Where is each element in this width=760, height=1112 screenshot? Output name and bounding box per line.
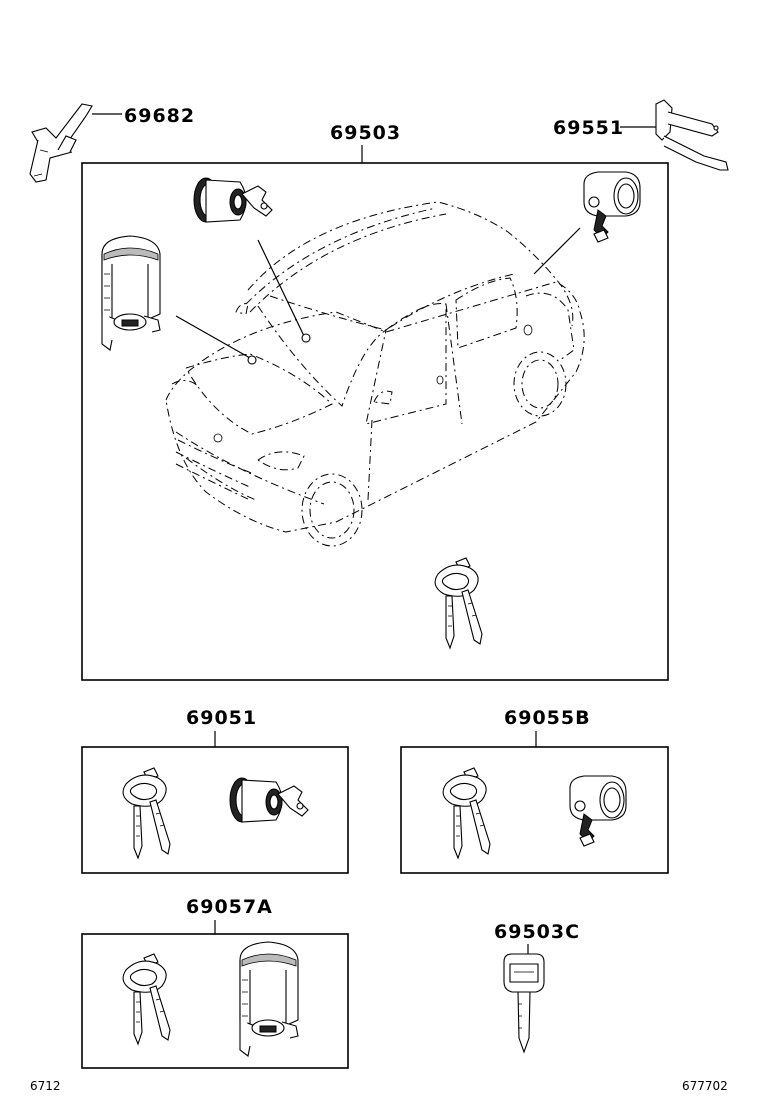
ignition-cylinder-kit — [193, 177, 273, 223]
corner-code-right: 677702 — [682, 1079, 728, 1093]
key-blank-69503C — [503, 953, 545, 1054]
kit-box-69503 — [81, 162, 669, 681]
clip-69551-drawing — [655, 99, 729, 171]
label-69503C: 69503C — [494, 921, 580, 943]
key-pair-kit — [434, 557, 483, 649]
dot-backdoor — [247, 355, 257, 365]
clip-69682-drawing — [29, 103, 93, 183]
leader-ignition — [257, 239, 305, 337]
label-69051: 69051 — [186, 707, 257, 729]
label-69503: 69503 — [330, 122, 401, 144]
label-69055B: 69055B — [504, 707, 591, 729]
label-69682: 69682 — [124, 105, 195, 127]
door-cylinder-69055B — [569, 775, 627, 847]
door-cylinder-kit — [583, 171, 641, 243]
key-pair-69057A — [122, 953, 171, 1045]
corner-code-left: 6712 — [30, 1079, 61, 1093]
leader-door — [533, 227, 581, 275]
label-69551: 69551 — [553, 117, 624, 139]
leader-backdoor — [175, 315, 251, 359]
set-box-69051 — [81, 746, 349, 874]
backdoor-cylinder-69057A — [239, 941, 299, 1057]
key-pair-69051 — [122, 767, 171, 859]
label-69057A: 69057A — [186, 896, 273, 918]
set-box-69055B — [400, 746, 669, 874]
backdoor-cylinder-kit — [101, 235, 161, 351]
dot-ignition — [301, 333, 311, 343]
ignition-cylinder-69051 — [229, 777, 309, 823]
car-illustration — [165, 201, 585, 547]
key-pair-69055B — [442, 767, 491, 859]
set-box-69057A — [81, 933, 349, 1069]
